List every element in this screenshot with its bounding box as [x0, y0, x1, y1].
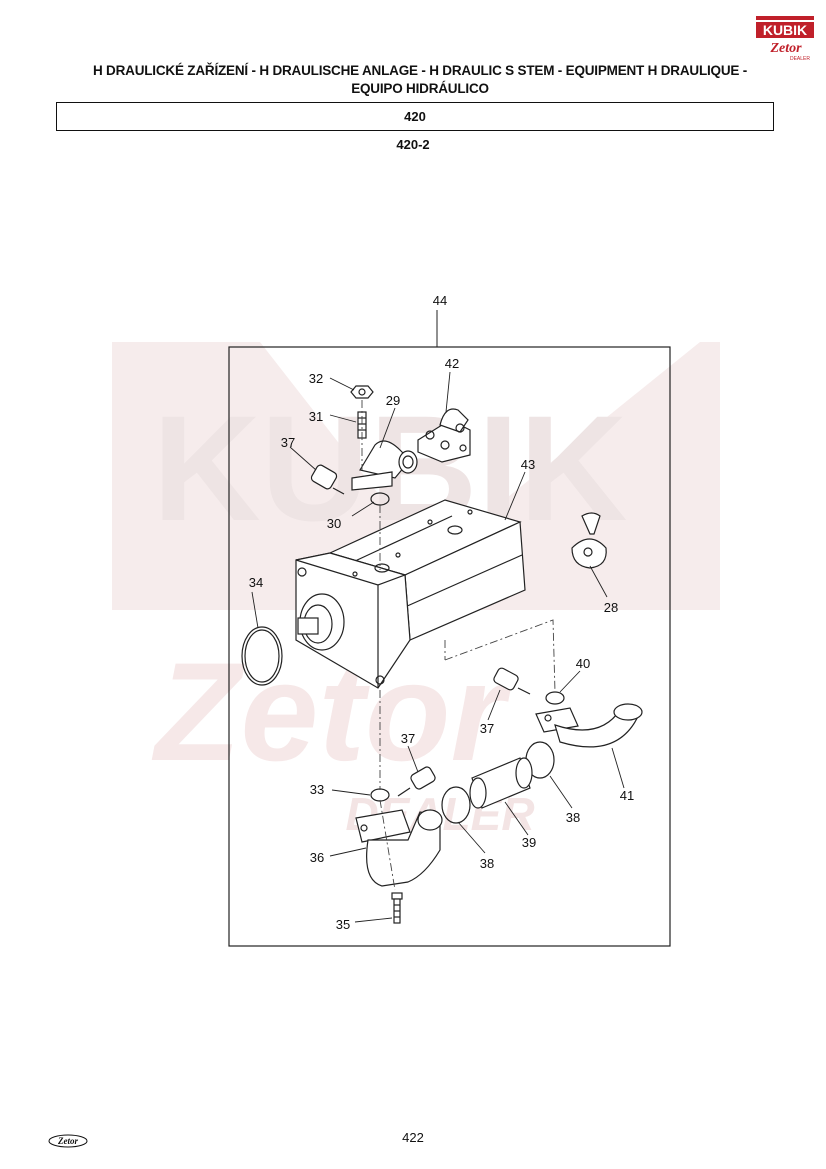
- valve-37-right: [493, 667, 531, 695]
- callout-43: 43: [521, 457, 535, 472]
- valve-37-lower: [397, 766, 436, 797]
- callout-29: 29: [386, 393, 400, 408]
- callout-33: 33: [310, 782, 324, 797]
- callout-37-lower: 37: [401, 731, 415, 746]
- callout-32: 32: [309, 371, 323, 386]
- valve-37-top: [310, 464, 345, 495]
- footer-zetor-logo: Zetor: [48, 1134, 88, 1148]
- callout-28: 28: [604, 600, 618, 615]
- callout-42: 42: [445, 356, 459, 371]
- callout-labels: 44 32 42 31 29 37 43 30 28 34 40 37 37 4…: [249, 293, 634, 932]
- page-title-line-2: EQUIPO HIDRÁULICO: [351, 81, 489, 96]
- callout-30: 30: [327, 516, 341, 531]
- hose-39: [469, 757, 533, 809]
- o-ring-40: [545, 691, 565, 705]
- logo-brand-text: KUBIK: [763, 22, 807, 38]
- callout-38-right: 38: [566, 810, 580, 825]
- callout-41: 41: [620, 788, 634, 803]
- assembly-centerlines: [361, 400, 556, 891]
- callout-34: 34: [249, 575, 263, 590]
- bolt-35: [391, 892, 403, 924]
- nut-32: [350, 385, 374, 399]
- callout-37-right: 37: [480, 721, 494, 736]
- flange-42: [417, 408, 471, 463]
- elbow-pipe-36: [355, 809, 443, 887]
- diagram-frame: [228, 346, 671, 947]
- kubik-zetor-logo: KUBIK Zetor DEALER: [756, 16, 814, 62]
- logo-tag-text: DEALER: [790, 56, 810, 62]
- footer-logo-text: Zetor: [57, 1136, 78, 1146]
- logo-sub-text: Zetor: [769, 41, 802, 56]
- o-ring-34: [241, 626, 283, 686]
- filler-part-28: [571, 512, 607, 569]
- callout-37-top: 37: [281, 435, 295, 450]
- callout-40: 40: [576, 656, 590, 671]
- section-number-box: 420: [56, 102, 774, 131]
- page-title-line-1: H DRAULICKÉ ZAŘÍZENÍ - H DRAULISCHE ANLA…: [92, 63, 748, 78]
- callout-39: 39: [522, 835, 536, 850]
- elbow-fitting-29: [351, 440, 418, 491]
- pipe-41: [535, 703, 643, 748]
- subsection-number: 420-2: [396, 137, 430, 152]
- callout-38-left: 38: [480, 856, 494, 871]
- callout-31: 31: [309, 409, 323, 424]
- pump-body: [295, 499, 526, 689]
- callout-36: 36: [310, 850, 324, 865]
- callout-35: 35: [336, 917, 350, 932]
- page-number: 422: [402, 1130, 424, 1145]
- callout-leaders: [251, 371, 625, 923]
- callout-44: 44: [433, 293, 447, 308]
- hose-clamp-38-left: [441, 786, 471, 824]
